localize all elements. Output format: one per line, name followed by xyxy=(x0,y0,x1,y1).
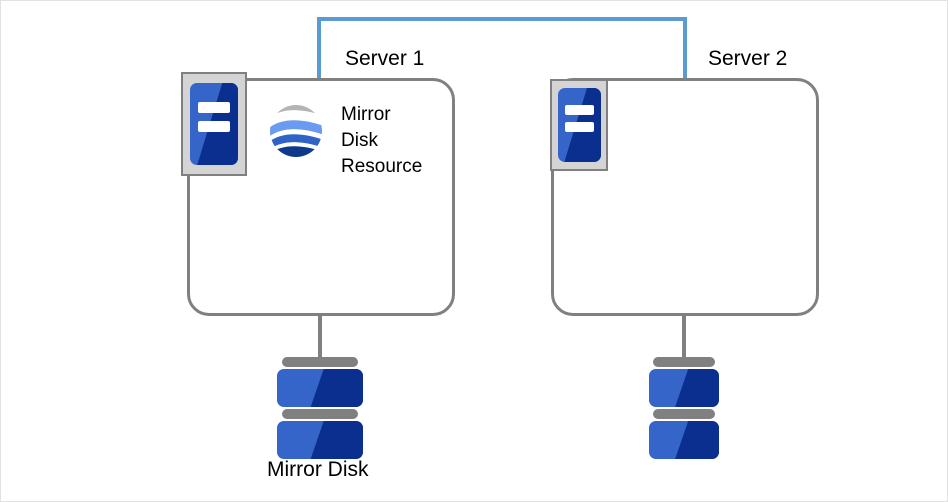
server-icon-bar-bottom xyxy=(198,121,230,132)
server-icon-body xyxy=(558,88,601,162)
disk-segment-shade xyxy=(277,421,363,459)
disk-segment-shade xyxy=(649,421,719,459)
disk-platter-middle xyxy=(653,409,715,419)
server-icon-bar-bottom xyxy=(565,122,594,132)
server-2-box[interactable] xyxy=(551,78,819,316)
server-1-disk-connector xyxy=(318,314,322,362)
mirror-disk-server-2 xyxy=(649,357,719,459)
disk-segment-shade xyxy=(649,369,719,407)
server-2-machine-icon xyxy=(550,79,608,171)
mirror-disk-resource-label-line-1: Mirror xyxy=(341,104,391,125)
server-1-machine-icon xyxy=(181,72,247,176)
server-icon-bar-top xyxy=(198,102,230,113)
disk-platter-middle xyxy=(282,409,358,419)
server-2-disk-connector xyxy=(682,314,686,362)
mirror-disk-resource-label-line-2: Disk xyxy=(341,130,378,151)
mirror-disk-caption: Mirror Disk xyxy=(267,458,369,481)
disk-segment-bottom xyxy=(649,421,719,459)
disk-segment-shade xyxy=(277,369,363,407)
mirror-disk-resource-globe-icon xyxy=(269,104,323,158)
interconnect-horizontal-segment xyxy=(317,17,687,21)
disk-platter-top xyxy=(282,357,358,367)
disk-segment-bottom xyxy=(277,421,363,459)
server-icon-bar-top xyxy=(565,105,594,115)
disk-platter-top xyxy=(653,357,715,367)
interconnect-left-vertical-segment xyxy=(317,17,321,79)
disk-segment-top xyxy=(649,369,719,407)
server-icon-body xyxy=(190,83,238,165)
interconnect-right-vertical-segment xyxy=(683,17,687,79)
globe-svg xyxy=(270,105,322,157)
mirror-disk-server-1 xyxy=(277,357,363,459)
mirror-disk-resource-label-line-3: Resource xyxy=(341,156,423,177)
server-2-label: Server 2 xyxy=(708,47,788,70)
server-1-label: Server 1 xyxy=(345,47,425,70)
disk-segment-top xyxy=(277,369,363,407)
